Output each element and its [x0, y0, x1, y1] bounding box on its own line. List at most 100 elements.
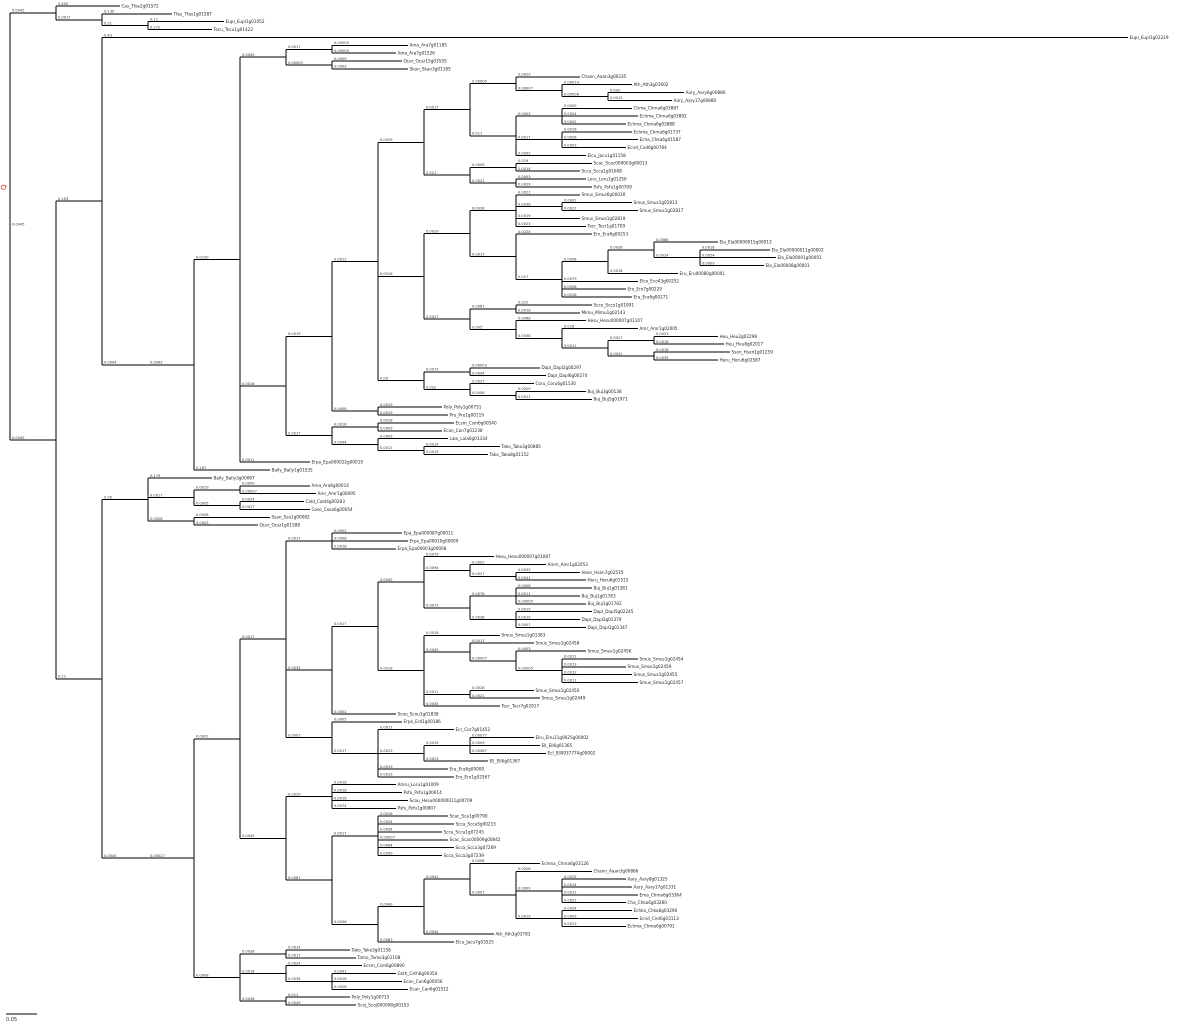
branch-length-label: 0.0012 [564, 670, 577, 674]
branch-length-label: 0.022 [518, 301, 528, 305]
taxon-label: Cald_Cald4g00283 [306, 499, 346, 504]
branch-length-label: 0.0038 [518, 334, 531, 338]
taxon-label: Eupl_Eupl1g02229 [1130, 35, 1169, 40]
branch-length-label: 0.0024 [564, 906, 577, 910]
branch-length-label: 0.0079 [564, 277, 577, 281]
branch-length-label: 0.0049 [288, 1001, 301, 1005]
branch-length-label: 0.0056 [334, 920, 347, 924]
branch-length-label: 0.0017 [150, 493, 163, 497]
taxon-label: Scca_Scca3g07239 [444, 853, 485, 858]
branch-length-label: 0.0058 [564, 285, 577, 289]
branch-length-label: 0.0003 [334, 65, 347, 69]
branch-length-label: 0.0003 [196, 521, 209, 525]
branch-length-label: 0.0099 [380, 851, 393, 855]
branch-length-label: 0.00005 [472, 79, 487, 83]
taxon-label: Echma_Chma6g03892 [640, 114, 688, 119]
branch-length-label: 0.0049 [380, 902, 393, 906]
branch-length-label: 0.0016 [564, 128, 577, 132]
branch-length-label: 0.0038 [242, 950, 255, 954]
branch-length-label: 0.0021 [472, 179, 485, 183]
taxon-label: Poly_Poly1g00715 [352, 995, 390, 1000]
branch-length-label: 0.0001 [564, 198, 577, 202]
branch-length-label: 0.0019 [380, 773, 393, 777]
branch-length-label: 0.0019 [426, 741, 439, 745]
branch-length-label: 0.00027 [150, 854, 165, 858]
branch-length-label: 0.0018 [334, 423, 347, 427]
branch-length-label: 0.187 [196, 466, 206, 470]
branch-length-label: 0.0019 [380, 411, 393, 415]
taxon-label: Buj_Buj1g01783 [582, 593, 616, 598]
branch-length-label: 0.0008 [472, 859, 485, 863]
branch-length-label: 0.0045 [426, 648, 439, 652]
branch-length-label: 0.0029 [288, 792, 301, 796]
branch-length-label: 0.0011 [518, 395, 531, 399]
branch-length-label: 0.0002 [472, 560, 485, 564]
branch-length-label: 0.179 [150, 474, 161, 478]
branch-length-label: 0.0017 [334, 749, 347, 753]
taxon-label: Tecr_Tecr7g02917 [501, 703, 540, 708]
taxon-label: Poly_Poly1g00751 [444, 405, 482, 410]
taxon-label: Ell_Ell6g01365 [542, 743, 573, 748]
branch-length-label: 0.0029 [518, 387, 531, 391]
branch-length-label: 0.0003 [564, 143, 577, 147]
taxon-label: Echma_Chma6g03888 [628, 121, 676, 126]
taxon-label: Elcu_Jacu7g03525 [456, 939, 495, 944]
branch-length-label: 0.0009 [472, 741, 485, 745]
branch-length-label: 0.0009 [472, 163, 485, 167]
taxon-label: Scac_Scac00009g00842 [450, 837, 501, 842]
taxon-label: Scco_Scco1g01091 [594, 302, 635, 307]
branch-length-label: 0.0003 [518, 647, 531, 651]
branch-length-label: 0.0024 [564, 112, 577, 116]
taxon-label: Erpa_Epa00003g00008 [398, 546, 447, 551]
branch-length-label: 0.00005 [518, 666, 533, 670]
branch-length-label: 0.022 [426, 385, 436, 389]
taxon-label: Heu_Heu2g02298 [720, 334, 758, 339]
branch-length-label: 0.0018 [518, 309, 531, 313]
taxon-label: Chann_Aaan3g00866 [594, 869, 639, 874]
taxon-label: Eupl_Eupl1g01052 [226, 19, 265, 24]
taxon-label: Ela_Ela00000015g00013 [720, 239, 772, 244]
branch-length-label: 0.00014 [564, 80, 580, 84]
taxon-label: Smus_Smus1g02449 [542, 696, 586, 701]
taxon-label: Coru_Coru6g01530 [536, 381, 577, 386]
taxon-label: Bally_Bally1g01535 [272, 468, 314, 473]
branch-length-label: 0.00007 [380, 836, 395, 840]
taxon-label: Ecsm_Csm6g00890 [364, 963, 405, 968]
branch-length-label: 0.0019 [518, 914, 531, 918]
taxon-label: Skan_Skan3g01185 [410, 66, 452, 71]
root-length-label: 0.0045 [12, 222, 25, 226]
taxon-label: Ela_Ela00001g00001 [778, 255, 822, 260]
branch-length-label: 0.00008 [564, 92, 580, 96]
taxon-label: Epa_Epa000087g00011 [404, 530, 454, 535]
taxon-label: Ela_Ela00008g00001 [766, 263, 810, 268]
branch-length-label: 0.0014 [288, 946, 301, 950]
branch-length-label: 0.0028 [334, 985, 347, 989]
taxon-label: Echma_Chma6g00791 [628, 924, 676, 929]
branch-length-label: 0.0007 [196, 735, 209, 739]
taxon-label: Tako_Tako3g00885 [501, 444, 542, 449]
taxon-label: Psfu_Psfu1g00614 [404, 790, 443, 795]
taxon-label: Dapl_Dapl1g01347 [588, 625, 628, 630]
taxon-label: Mimu_Mimu1g02143 [582, 310, 626, 315]
branch-length-label: 0.021 [426, 171, 436, 175]
branch-length-label: 0.0019 [518, 615, 531, 619]
branch-length-label: 0.011 [472, 132, 482, 136]
taxon-label: Echma_Chma6g03126 [542, 861, 590, 866]
taxon-label: Smus_Smus1g02458 [536, 641, 580, 646]
branch-length-label: 0.103 [58, 197, 68, 201]
taxon-label: Elco_Eco43g00252 [640, 279, 680, 284]
branch-length-label: 0.0026 [610, 246, 623, 250]
taxon-label: Ero_Ero1g02567 [456, 774, 491, 779]
branch-length-label: 0.0100 [196, 255, 209, 259]
branch-length-label: 0.0018 [242, 969, 255, 973]
branch-length-label: 0.0026 [518, 867, 531, 871]
branch-length-label: 0.0003 [380, 427, 393, 431]
taxon-label: Cas_Tfas2g01572 [122, 3, 160, 8]
branch-length-label: 0.0019 [288, 332, 301, 336]
branch-length-label: 0.0017 [288, 537, 301, 541]
branch-length-label: 0.0035 [426, 702, 439, 706]
taxon-label: Ecr_Cor7g01452 [456, 727, 491, 732]
branch-length-label: 0.0003 [518, 175, 531, 179]
